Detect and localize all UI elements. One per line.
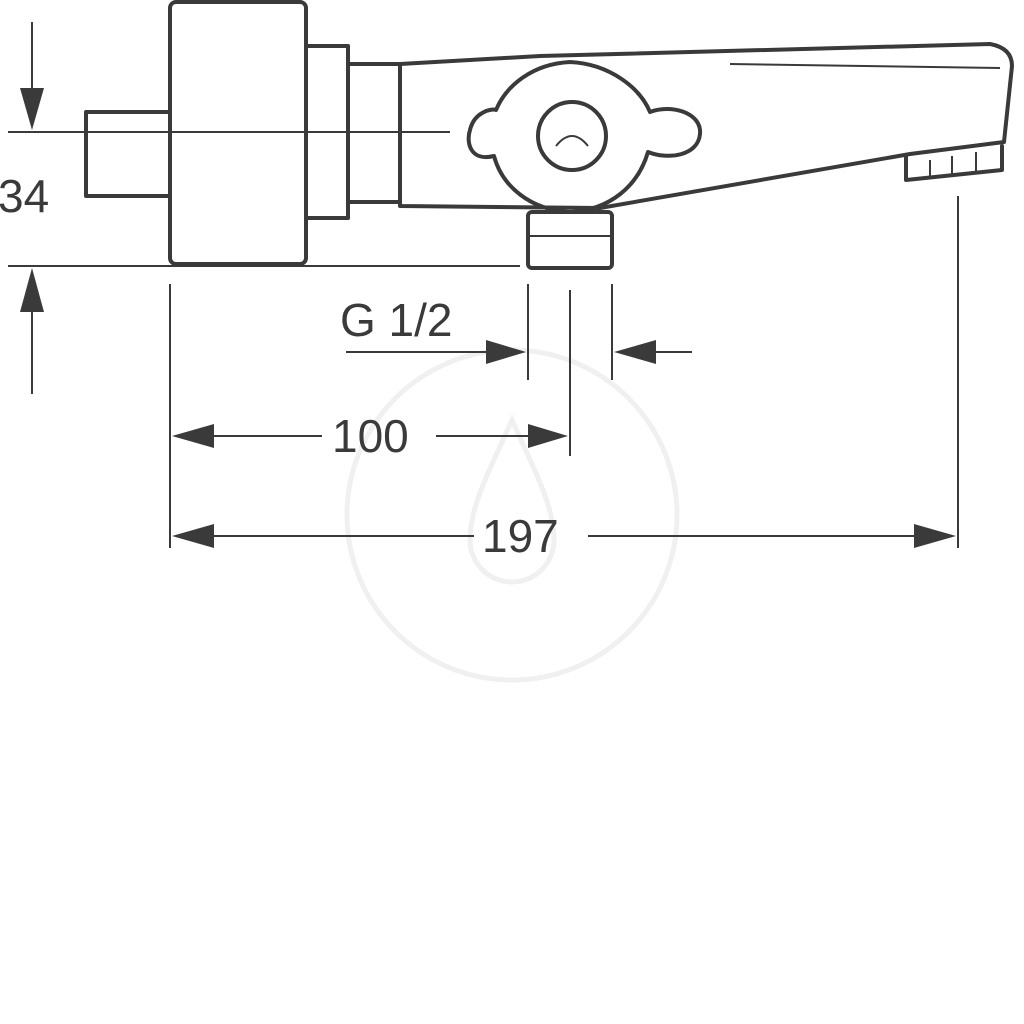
thread-label: G 1/2 xyxy=(340,294,453,346)
inlet-pipe xyxy=(84,110,172,198)
dimension-overall-length: 197 xyxy=(172,510,956,562)
knob-center xyxy=(536,100,608,172)
spout-edge xyxy=(729,63,1001,69)
dimension-center-distance: 100 xyxy=(172,410,568,462)
overall-length-label: 197 xyxy=(482,510,559,562)
height-label: 34 xyxy=(0,170,49,222)
diverter-knob xyxy=(466,60,702,214)
aerator xyxy=(904,144,1004,182)
extension-lines xyxy=(8,131,959,548)
dimension-height: 34 xyxy=(0,22,49,394)
knob-center-mark xyxy=(555,135,589,147)
center-distance-label: 100 xyxy=(332,410,409,462)
bottom-outlet xyxy=(526,210,614,270)
spout-body xyxy=(398,42,1014,210)
dimension-thread: G 1/2 xyxy=(340,294,692,364)
aerator-ribs xyxy=(929,152,977,178)
faucet-outline xyxy=(84,0,1014,270)
